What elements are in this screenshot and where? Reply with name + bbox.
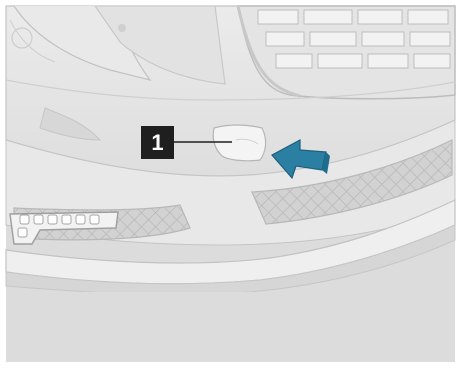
callout-number: 1 — [151, 130, 163, 156]
callout-label-1: 1 — [141, 126, 174, 159]
tow-eye-cover — [213, 125, 265, 161]
radiator-grille — [238, 6, 455, 99]
